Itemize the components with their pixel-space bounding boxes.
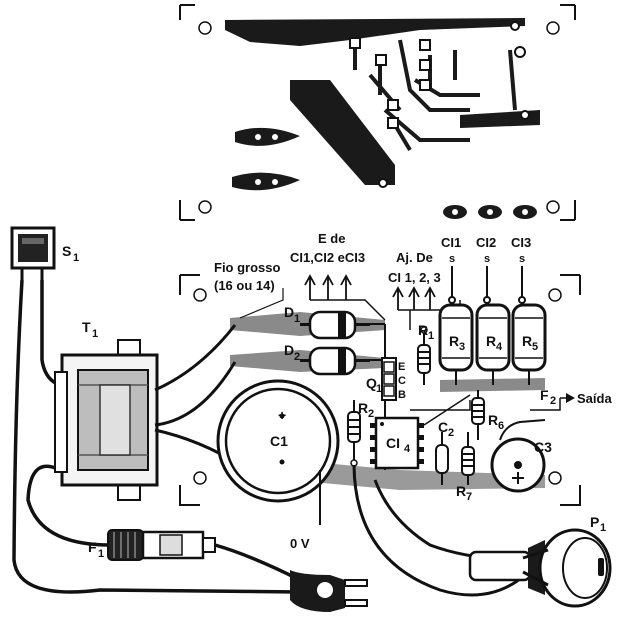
ic-ci4: [370, 416, 424, 470]
switch-s1[interactable]: [10, 226, 56, 280]
r2-label-sub: 2: [368, 408, 374, 420]
r3-label: R: [449, 333, 459, 349]
c2-label-sub: 2: [448, 427, 454, 439]
mains-wire: [40, 280, 61, 387]
q1-label-sub: 1: [376, 383, 382, 395]
ci2-top-label: CI2: [476, 235, 496, 250]
c1-label: C1: [270, 433, 288, 449]
t1-label-sub: 1: [92, 328, 98, 340]
q1-pin-b: B: [398, 389, 406, 401]
mounting-hole: [548, 471, 562, 485]
mounting-hole: [546, 21, 560, 35]
mains-wire: [12, 279, 301, 594]
mounting-hole: [198, 21, 212, 35]
mains-wire: [26, 464, 111, 547]
fio-grosso-label: Fio grosso: [214, 260, 281, 275]
resistor-r5: [511, 303, 547, 385]
diode-d1: [300, 310, 370, 340]
p1-label: P: [590, 514, 599, 530]
mains-wire: [214, 543, 301, 582]
r5-label: R: [522, 333, 532, 349]
ci3-top-label: CI3: [511, 235, 531, 250]
d1-label: D: [284, 304, 294, 320]
fuse-holder-f1: [107, 529, 216, 561]
t1-label: T: [82, 319, 91, 335]
ci4-label-sub: 4: [404, 443, 411, 455]
aj-de-label: Aj. De: [396, 250, 433, 265]
arrows-e-de: [304, 274, 386, 321]
d2-label: D: [284, 342, 294, 358]
arrows-aj-de: [392, 286, 461, 330]
capacitor-c3: [490, 419, 546, 493]
q1-label: Q: [366, 375, 377, 391]
saida-label: Saída: [577, 391, 612, 406]
r2-label: R: [358, 400, 368, 416]
f2-label: F: [540, 387, 549, 403]
ci1-top-label: CI1: [441, 235, 461, 250]
fio-grosso-gauge: (16 ou 14): [214, 278, 275, 293]
resistor-r4: [475, 303, 511, 385]
d1-label-sub: 1: [294, 313, 300, 325]
e-de-label: E de: [318, 231, 345, 246]
copper-trace: [290, 80, 395, 185]
transformer-t1: [54, 339, 159, 501]
r1-label: R: [418, 322, 428, 338]
copper-pad: [235, 127, 300, 146]
copper-trace: [353, 39, 517, 152]
c3-label: C3: [534, 439, 552, 455]
q1-pin-e: E: [398, 361, 405, 373]
r5-label-sub: 5: [532, 341, 538, 353]
copper-trace: [225, 18, 525, 46]
r4-label: R: [486, 333, 496, 349]
r1-label-sub: 1: [428, 330, 434, 342]
mounting-hole: [193, 288, 207, 302]
transistor-q1: [381, 357, 397, 401]
ci-123-label: CI 1, 2, 3: [388, 270, 441, 285]
mains-plug: [290, 570, 368, 612]
resistor-r1: [417, 326, 431, 385]
ci-top-wires: [448, 266, 526, 304]
f1-label-sub: 1: [98, 548, 104, 560]
q1-pin-c: C: [398, 375, 406, 387]
r7-label-sub: 7: [466, 491, 472, 503]
f1-label: F: [88, 539, 97, 555]
ci-group-label: CI1,CI2 eCI3: [290, 250, 365, 265]
mounting-hole: [548, 288, 562, 302]
resistor-r7: [461, 432, 475, 485]
c1-plus: +: [278, 407, 286, 423]
ci1-s-pin: s: [449, 253, 455, 265]
r7-label: R: [456, 483, 466, 499]
potentiometer-p1[interactable]: [468, 528, 612, 608]
mounting-hole: [193, 471, 207, 485]
r6-label: R: [488, 412, 498, 428]
mounting-hole: [198, 200, 212, 214]
capacitor-c2: [435, 432, 449, 485]
r4-label-sub: 4: [496, 341, 503, 353]
pot-wire: [352, 464, 526, 597]
s1-label-sub: 1: [73, 252, 79, 264]
ci4-label: CI: [386, 435, 400, 451]
resistor-r6: [471, 390, 485, 440]
f2-label-sub: 2: [550, 395, 556, 407]
p1-label-sub: 1: [600, 522, 606, 534]
resistor-r3: [438, 303, 474, 385]
r6-label-sub: 6: [498, 420, 504, 432]
r3-label-sub: 3: [459, 341, 465, 353]
pcb-copper-layout: [179, 4, 576, 221]
capacitor-c1: [216, 379, 340, 503]
copper-pad: [232, 172, 300, 191]
copper-trace: [460, 110, 540, 128]
s1-label: S: [62, 243, 71, 259]
mounting-hole: [546, 200, 560, 214]
c2-label: C: [438, 419, 448, 435]
ci2-s-pin: s: [484, 253, 490, 265]
zero-volt-label: 0 V: [290, 536, 310, 551]
d2-label-sub: 2: [294, 351, 300, 363]
saida-arrow: [566, 393, 575, 403]
diode-d2: [300, 346, 370, 376]
ci3-s-pin: s: [519, 253, 525, 265]
pot-wire: [373, 479, 526, 562]
